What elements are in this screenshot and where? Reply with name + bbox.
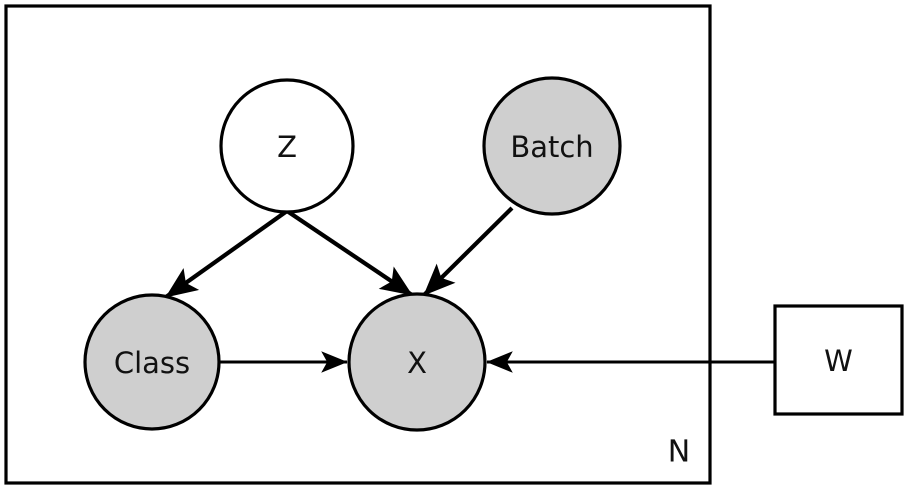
node-x-shape[interactable] [347, 292, 487, 432]
node-x-label: X [407, 346, 427, 380]
node-class-label: Class [114, 346, 190, 380]
plate-border [4, 4, 712, 485]
node-w-shape[interactable] [773, 304, 904, 416]
edge-z-to-x [285, 209, 414, 297]
node-batch-shape[interactable] [482, 76, 622, 216]
node-class-shape[interactable] [83, 293, 221, 431]
edge-z-to-class [164, 209, 289, 299]
node-z[interactable]: Z [219, 78, 355, 214]
plate-n: N [4, 4, 712, 485]
node-z-label: Z [277, 130, 297, 164]
node-z-shape[interactable] [219, 78, 355, 214]
node-w[interactable]: W [773, 304, 904, 416]
node-class[interactable]: Class [83, 293, 221, 431]
edge-batch-to-x [422, 206, 514, 297]
node-batch[interactable]: Batch [482, 76, 622, 216]
node-batch-label: Batch [510, 130, 593, 164]
edges-layer [164, 206, 775, 373]
node-w-label: W [824, 344, 853, 378]
node-x[interactable]: X [347, 292, 487, 432]
plate-count-label: N [668, 435, 690, 470]
